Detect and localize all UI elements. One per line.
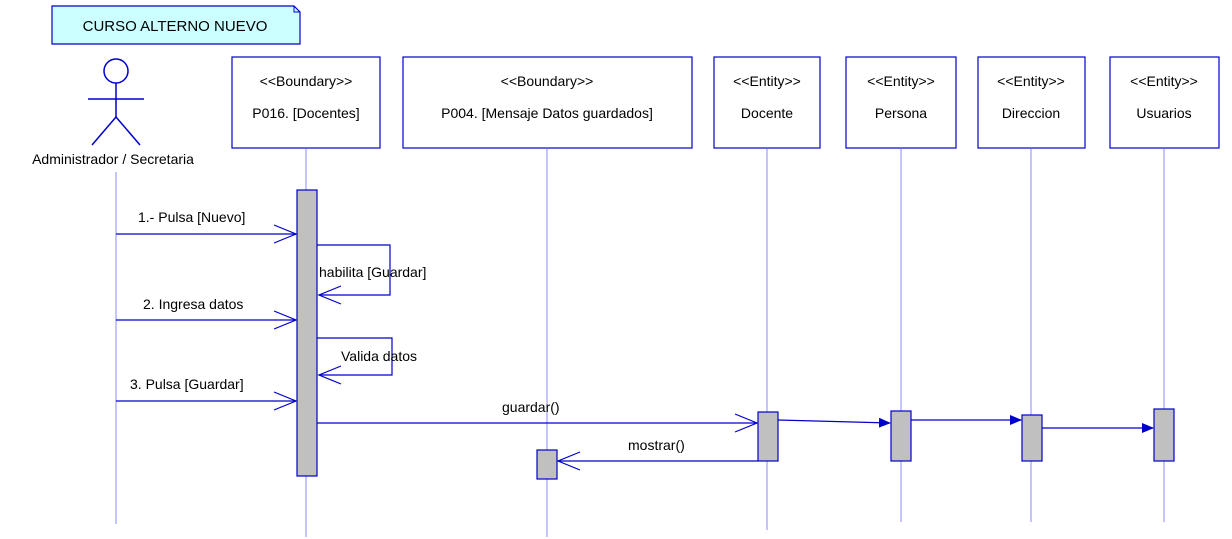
activation-direccion: [1021, 414, 1043, 462]
actor-name: Administrador / Secretaria: [32, 151, 194, 167]
participant-stereotype: <<Entity>>: [1130, 73, 1198, 89]
participant-name: Usuarios: [1136, 105, 1191, 121]
message-ingresa-datos: [116, 310, 298, 330]
participant-name: P016. [Docentes]: [252, 105, 359, 121]
message-label: 1.- Pulsa [Nuevo]: [138, 209, 245, 225]
participant-stereotype: <<Entity>>: [733, 73, 801, 89]
activations: [296, 189, 1175, 480]
participant-stereotype: <<Entity>>: [867, 73, 935, 89]
participant-name: Direccion: [1002, 105, 1060, 121]
note-text: CURSO ALTERNO NUEVO: [83, 18, 268, 35]
message-mostrar: [556, 451, 758, 471]
open-arrowhead-icon: [317, 285, 342, 305]
note-fold: [293, 6, 300, 13]
stick-figure-actor-icon: [88, 58, 144, 146]
message-pulsa-nuevo: [116, 224, 298, 244]
open-arrowhead-icon: [273, 224, 298, 244]
activation-p004: [536, 449, 558, 480]
message-guardar: [317, 413, 759, 433]
activation-docente: [757, 411, 779, 462]
open-arrowhead-icon: [556, 451, 581, 471]
open-arrowhead-icon: [273, 310, 298, 330]
participant-stereotype: <<Boundary>>: [260, 73, 353, 89]
actor: Administrador / Secretaria: [32, 58, 194, 167]
messages: [116, 224, 1154, 471]
participant-persona: <<Entity>> Persona: [845, 56, 957, 149]
message-valida-datos: [317, 337, 393, 385]
participant-p016: <<Boundary>> P016. [Docentes]: [231, 56, 381, 149]
activation-persona: [890, 410, 912, 462]
activation-p016: [296, 189, 318, 477]
participant-usuarios: <<Entity>> Usuarios: [1109, 56, 1220, 149]
open-arrowhead-icon: [317, 365, 342, 385]
message-label: mostrar(): [628, 437, 685, 453]
participant-name: Persona: [875, 105, 927, 121]
participant-direccion: <<Entity>> Direccion: [977, 56, 1086, 149]
participant-stereotype: <<Entity>>: [997, 73, 1065, 89]
activation-usuarios: [1153, 408, 1175, 462]
open-arrowhead-icon: [273, 391, 298, 411]
message-label: guardar(): [502, 399, 560, 415]
message-labels: 1.- Pulsa [Nuevo] habilita [Guardar] 2. …: [130, 209, 685, 453]
message-label: 3. Pulsa [Guardar]: [130, 376, 244, 392]
participant-name: P004. [Mensaje Datos guardados]: [441, 105, 653, 121]
lifelines: [115, 149, 1165, 537]
message-habilita-guardar: [317, 244, 391, 305]
message-label: Valida datos: [341, 348, 417, 364]
participant-name: Docente: [741, 105, 793, 121]
open-arrowhead-icon: [734, 413, 759, 433]
note-box: [51, 5, 301, 45]
message-label: habilita [Guardar]: [319, 264, 426, 280]
message-label: 2. Ingresa datos: [143, 296, 243, 312]
message-docente-persona: [777, 417, 891, 428]
participant-p004: <<Boundary>> P004. [Mensaje Datos guarda…: [402, 56, 693, 149]
participant-stereotype: <<Boundary>>: [501, 73, 594, 89]
message-pulsa-guardar: [116, 391, 298, 411]
participant-docente: <<Entity>> Docente: [713, 56, 821, 149]
note: CURSO ALTERNO NUEVO: [51, 5, 301, 45]
